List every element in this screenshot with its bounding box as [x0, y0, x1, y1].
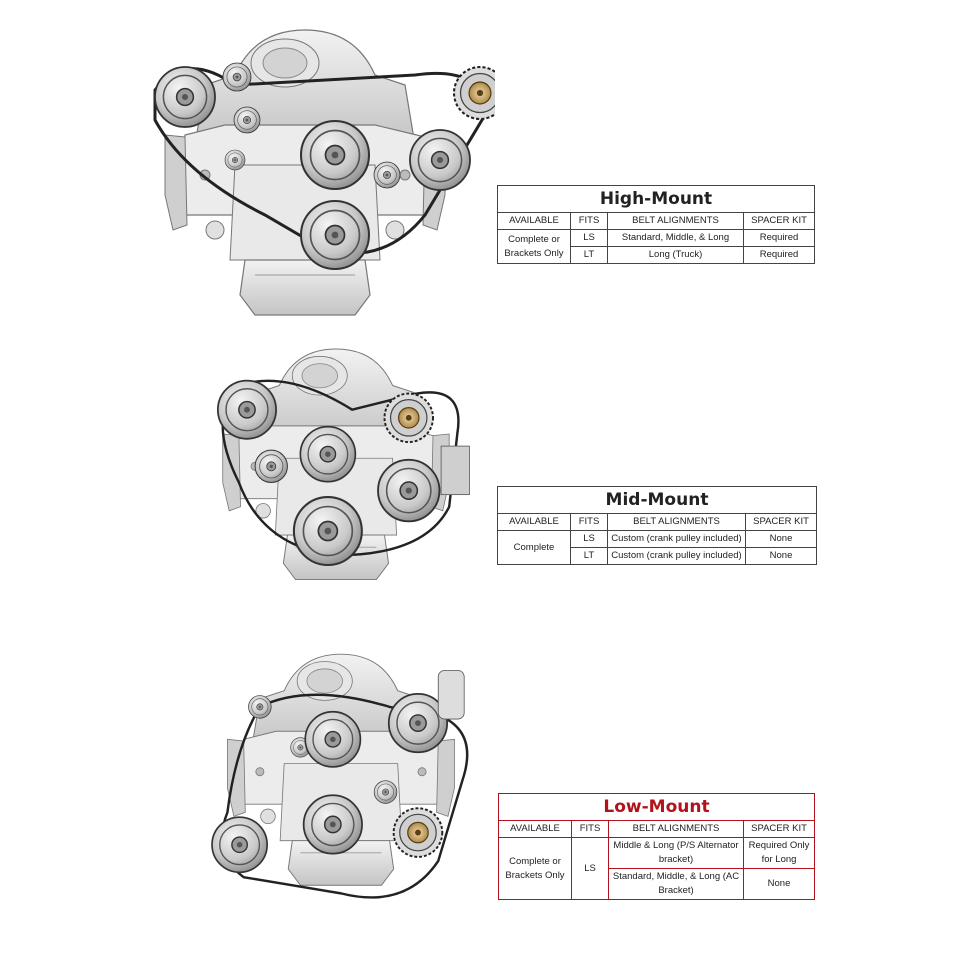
engine-image-low-mount [195, 650, 495, 930]
header-available: AVAILABLE [497, 513, 571, 531]
table-header-row: AVAILABLE FITS BELT ALIGNMENTS SPACER KI… [497, 513, 817, 531]
table-header-row: AVAILABLE FITS BELT ALIGNMENTS SPACER KI… [498, 820, 815, 838]
belt-cell: Long (Truck) [607, 246, 744, 264]
spacer-cell: None [745, 547, 817, 565]
header-fits: FITS [571, 820, 609, 838]
fits-cell: LS [571, 837, 609, 900]
mid-mount-table: Mid-Mount AVAILABLE FITS BELT ALIGNMENTS… [497, 486, 817, 565]
header-belt-alignments: BELT ALIGNMENTS [607, 513, 746, 531]
spacer-cell: Required Only for Long [743, 837, 815, 869]
spacer-cell: Required [743, 229, 815, 247]
belt-cell: Custom (crank pulley included) [607, 530, 746, 548]
belt-cell: Custom (crank pulley included) [607, 547, 746, 565]
table-row: LT Custom (crank pulley included) None [498, 547, 817, 565]
table-header-row: AVAILABLE FITS BELT ALIGNMENTS SPACER KI… [497, 212, 815, 230]
header-available: AVAILABLE [498, 820, 572, 838]
header-spacer-kit: SPACER KIT [743, 820, 815, 838]
header-belt-alignments: BELT ALIGNMENTS [608, 820, 744, 838]
header-available: AVAILABLE [497, 212, 571, 230]
spacer-cell: None [745, 530, 817, 548]
engine-image-mid-mount [190, 345, 490, 620]
available-cell: Complete or Brackets Only [498, 837, 572, 900]
mid-mount-title: Mid-Mount [497, 486, 817, 514]
header-spacer-kit: SPACER KIT [743, 212, 815, 230]
fits-cell: LT [570, 246, 608, 264]
low-mount-title: Low-Mount [498, 793, 815, 821]
belt-cell: Standard, Middle, & Long (AC Bracket) [608, 868, 744, 900]
fits-cell: LS [570, 229, 608, 247]
header-spacer-kit: SPACER KIT [745, 513, 817, 531]
table-row: Standard, Middle, & Long (AC Bracket) No… [499, 868, 815, 900]
header-fits: FITS [570, 212, 608, 230]
engine-image-high-mount [125, 25, 495, 320]
table-row: Complete LS Custom (crank pulley include… [497, 530, 817, 565]
table-row: Complete or Brackets Only LS Standard, M… [497, 229, 815, 264]
fits-cell: LT [570, 547, 608, 565]
table-row: LT Long (Truck) Required [498, 246, 815, 264]
header-fits: FITS [570, 513, 608, 531]
low-mount-table: Low-Mount AVAILABLE FITS BELT ALIGNMENTS… [498, 793, 815, 900]
fits-cell: LS [570, 530, 608, 548]
belt-cell: Standard, Middle, & Long [607, 229, 744, 247]
table-row: Complete or Brackets Only LS Middle & Lo… [498, 837, 815, 900]
spacer-cell: None [743, 868, 815, 900]
belt-cell: Middle & Long (P/S Alternator bracket) [608, 837, 744, 869]
header-belt-alignments: BELT ALIGNMENTS [607, 212, 744, 230]
available-cell: Complete [497, 530, 571, 565]
high-mount-table: High-Mount AVAILABLE FITS BELT ALIGNMENT… [497, 185, 815, 264]
high-mount-title: High-Mount [497, 185, 815, 213]
available-cell: Complete or Brackets Only [497, 229, 571, 264]
spacer-cell: Required [743, 246, 815, 264]
